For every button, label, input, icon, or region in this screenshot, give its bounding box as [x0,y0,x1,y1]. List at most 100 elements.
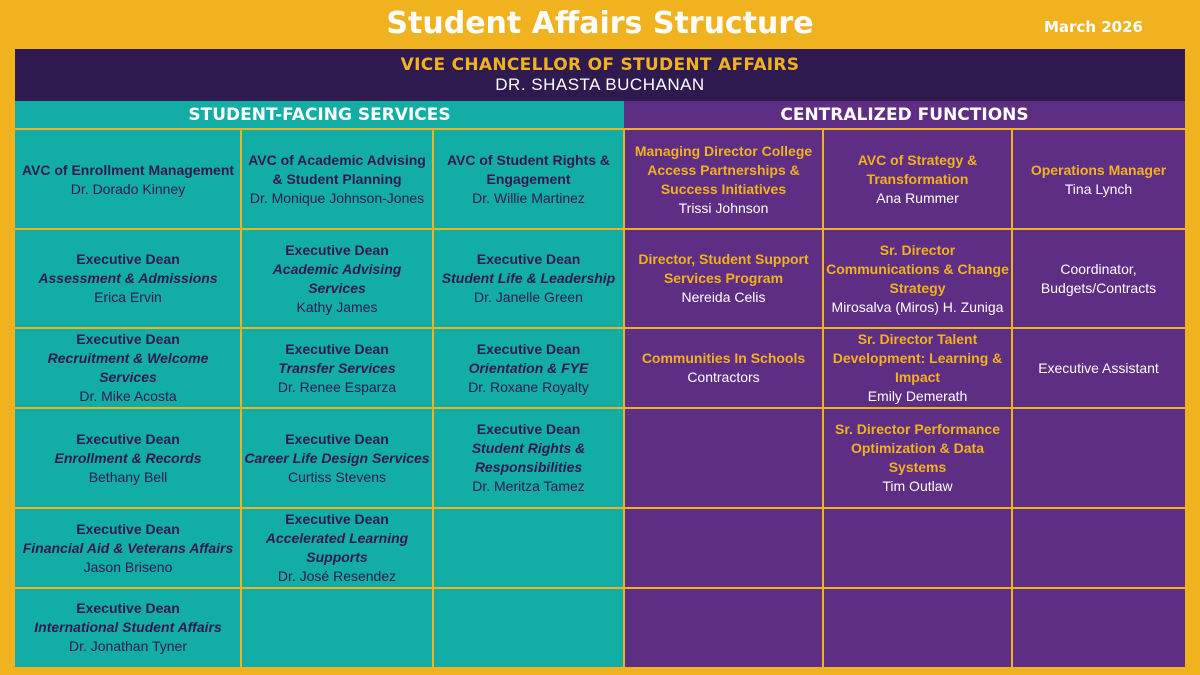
centralized-cell: Managing Director College Access Partner… [624,130,823,229]
person-name: Dr. Willie Martinez [472,190,585,206]
grid-divider [15,228,1185,230]
section-student-facing: STUDENT-FACING SERVICES [15,101,624,130]
position-title: Executive Dean [285,430,389,447]
centralized-cell [823,508,1012,588]
position-title: Managing Director College Access Partner… [634,142,813,197]
grid-divider [15,587,1185,589]
centralized-cell: Sr. Director Communications & Change Str… [823,229,1012,328]
centralized-cell: Sr. Director Talent Development: Learnin… [823,328,1012,408]
position-title: Sr. Director Communications & Change Str… [826,241,1009,296]
position-title: Executive Dean [285,241,389,258]
centralized-cell: Executive Assistant [1012,328,1185,408]
centralized-cell [1012,408,1185,508]
position-area: Student Rights & Responsibilities [471,440,586,475]
person-name: Coordinator, Budgets/Contracts [1040,260,1157,296]
student-facing-cell: AVC of Academic Advising & Student Plann… [241,130,433,229]
position-area: Orientation & FYE [468,359,589,376]
person-name: Nereida Celis [681,289,766,305]
position-title: Executive Dean [76,251,180,267]
position-title: Executive Dean [476,251,581,267]
person-name: Dr. Janelle Green [474,289,583,305]
position-title: AVC of Strategy & Transformation [857,152,978,187]
date-label: March 2026 [1044,18,1143,36]
position-area: Transfer Services [278,359,396,376]
section-centralized: CENTRALIZED FUNCTIONS [624,101,1185,130]
centralized-cell [1012,508,1185,588]
grid-divider [822,130,824,667]
person-name: Mirosalva (Miros) H. Zuniga [831,298,1004,315]
centralized-cell: Director, Student Support Services Progr… [624,229,823,328]
grid-divider [15,407,1185,409]
position-title: Sr. Director Performance Optimization & … [835,421,1000,475]
person-name: Dr. Monique Johnson-Jones [249,190,425,206]
centralized-cell [823,588,1012,667]
position-title: Executive Dean [285,340,389,357]
person-name: Dr. Roxane Royalty [468,378,589,395]
position-title: Executive Dean [76,331,180,347]
position-area: Career Life Design Services [244,449,430,466]
person-name: Jason Briseno [83,558,173,575]
person-name: Dr. Jonathan Tyner [68,638,188,654]
grid-divider [432,130,434,667]
vice-chancellor-name: DR. SHASTA BUCHANAN [495,75,705,94]
position-title: Operations Manager [1030,161,1167,178]
person-name: Contractors [687,369,760,385]
position-title: AVC of Student Rights & Engagement [446,152,611,187]
person-name: Dr. Mike Acosta [79,388,177,404]
centralized-cell: Sr. Director Performance Optimization & … [823,408,1012,508]
grid-divider [240,130,242,667]
centralized-cell [1012,588,1185,667]
person-name: Curtiss Stevens [287,468,387,485]
centralized-cell [624,508,823,588]
position-area: Academic Advising Services [272,260,402,296]
position-area: Accelerated Learning Supports [265,530,409,565]
position-title: Executive Dean [76,520,180,537]
position-area: Financial Aid & Veterans Affairs [22,539,234,556]
position-area: Recruitment & Welcome Services [47,350,209,385]
centralized-cell: Coordinator, Budgets/Contracts [1012,229,1185,328]
grid-divider [15,327,1185,329]
position-area: Student Life & Leadership [441,270,616,286]
person-name: Tim Outlaw [882,478,953,494]
person-name: Erica Ervin [94,289,162,305]
student-facing-cell [433,508,624,588]
vice-chancellor-box: VICE CHANCELLOR OF STUDENT AFFAIRS DR. S… [15,49,1185,101]
grid-divider [1011,130,1013,667]
position-area: Enrollment & Records [54,449,202,466]
person-name: Dr. Meritza Tamez [472,478,585,494]
grid-divider [623,130,625,667]
person-name: Ana Rummer [876,190,959,206]
position-title: Communities In Schools [641,350,806,366]
position-area: International Student Affairs [34,619,222,635]
position-title: Sr. Director Talent Development: Learnin… [832,331,1003,385]
centralized-cell [624,408,823,508]
centralized-cell [624,588,823,667]
person-name: Dr. Dorado Kinney [70,180,186,197]
person-name: Emily Demerath [867,388,968,404]
position-title: AVC of Academic Advising & Student Plann… [248,152,426,187]
page-title: Student Affairs Structure [386,6,814,41]
position-title: Executive Dean [476,421,581,437]
student-facing-cell [241,588,433,667]
person-name: Dr. Renee Esparza [277,378,397,395]
position-title: Executive Dean [76,600,180,616]
position-title: AVC of Enrollment Management [21,161,235,178]
position-title: Executive Dean [285,511,389,527]
person-name: Trissi Johnson [678,199,769,216]
person-name: Executive Assistant [1038,359,1159,376]
